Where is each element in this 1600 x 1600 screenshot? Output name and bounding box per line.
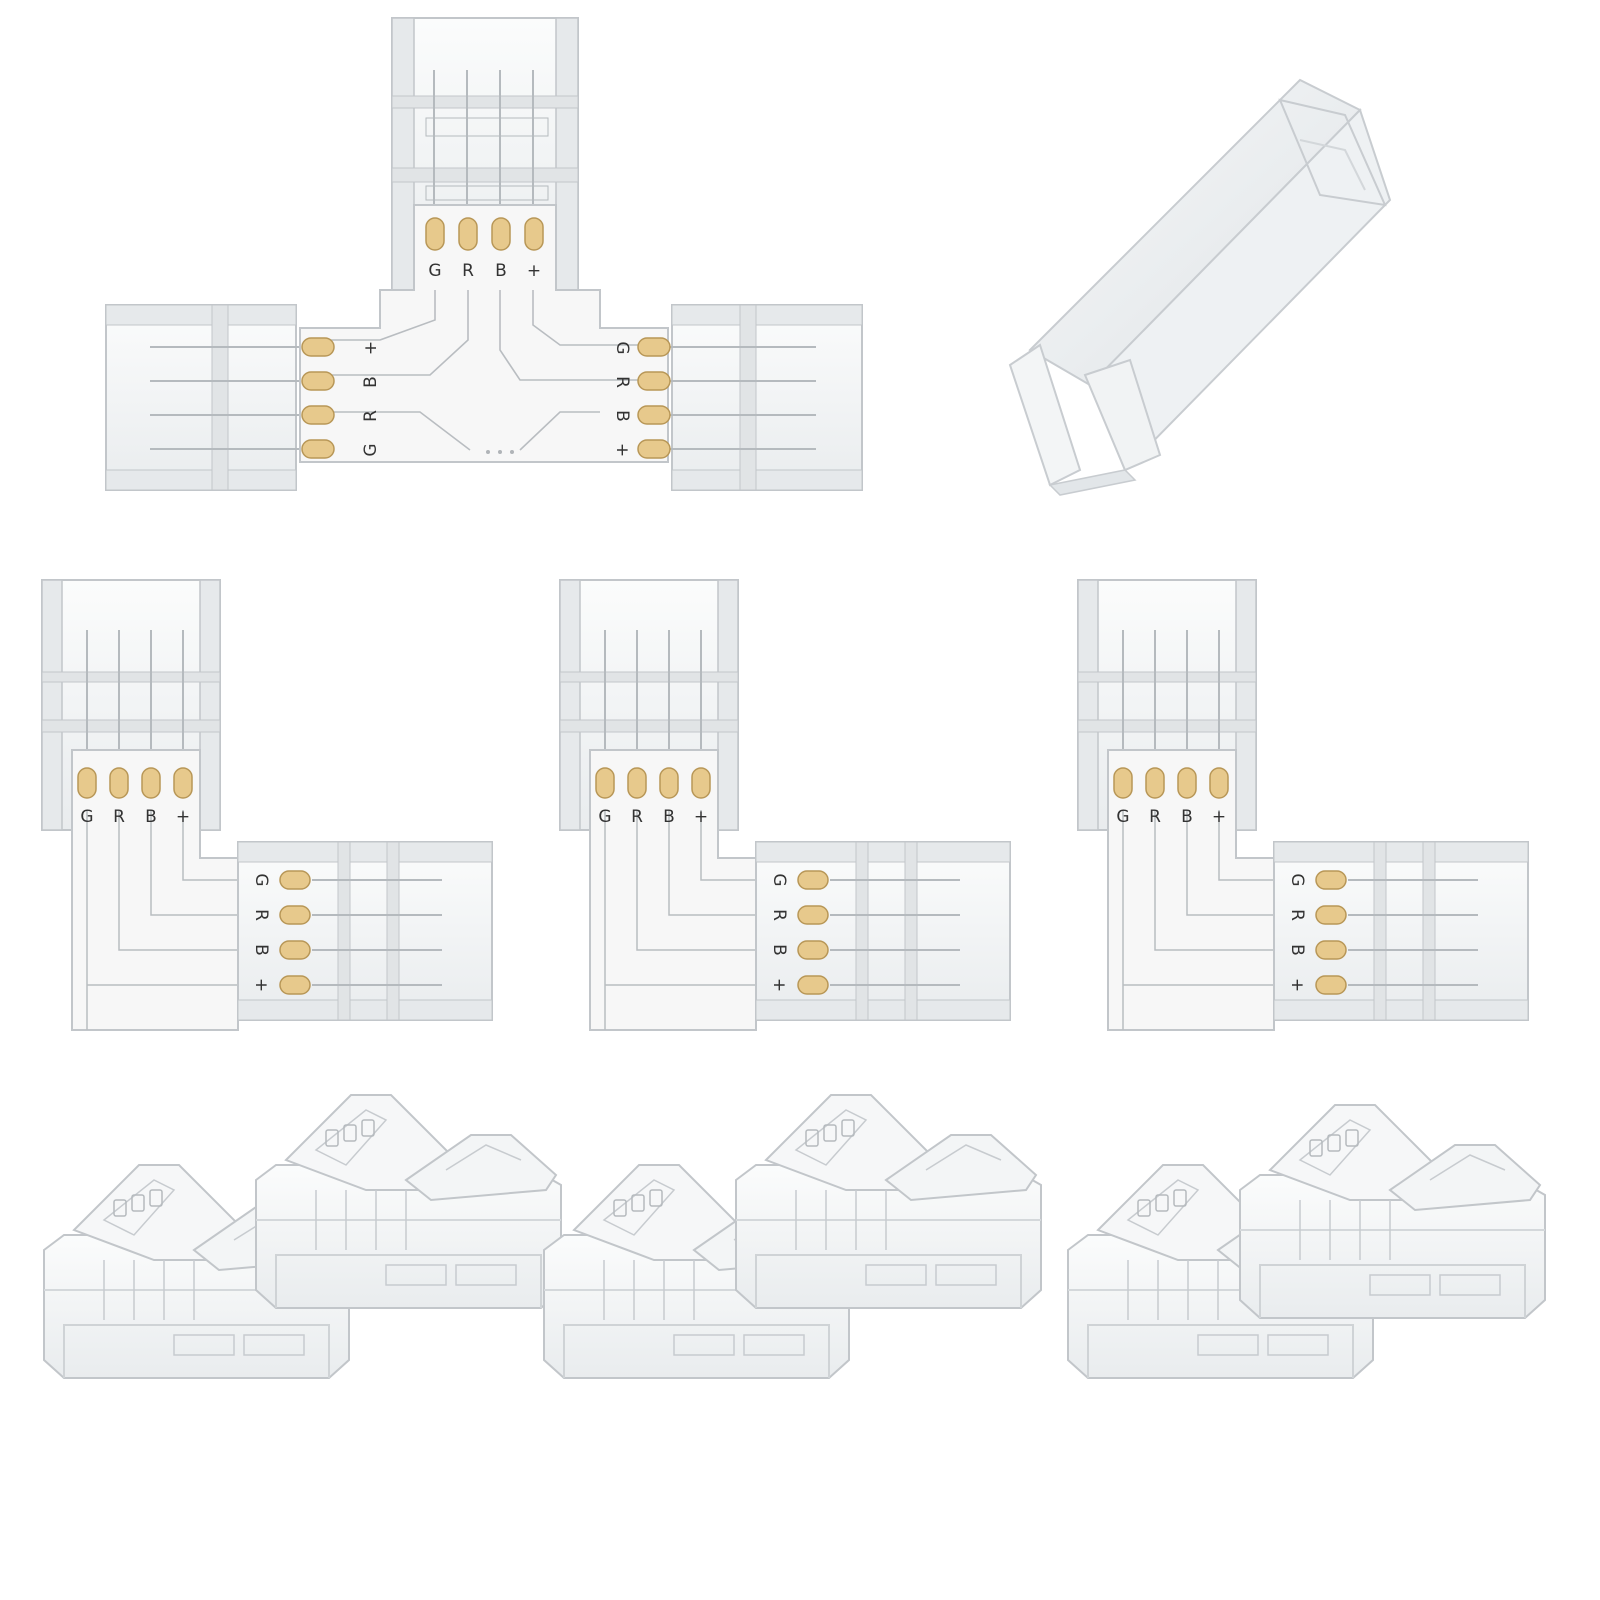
pin-label-b: B: [145, 807, 157, 827]
pin-label-b: B: [361, 376, 381, 388]
pin-label-r: R: [361, 410, 381, 422]
t-top-pins: [425, 217, 544, 251]
l-connector-2: [559, 579, 1011, 1031]
pin-label-g: G: [612, 341, 632, 354]
pin-label-b: B: [612, 410, 632, 422]
pin-label-plus: +: [527, 261, 541, 281]
mounting-clip: [1008, 78, 1392, 496]
pin-label-r: R: [113, 807, 125, 827]
t-connector: G R B + + B R G G R B +: [105, 17, 863, 491]
pin-label-plus: +: [176, 807, 190, 827]
straight-connector-2: [255, 1094, 562, 1309]
t-top-clip-housing: [391, 17, 579, 291]
t-left-pins: [301, 337, 335, 459]
t-pcb: [299, 204, 669, 463]
pin-label-g: G: [361, 443, 381, 456]
pin-label-r: R: [462, 261, 474, 281]
pin-label-b: B: [251, 944, 271, 956]
t-right-clip-housing: [668, 304, 863, 491]
pin-label-plus: +: [251, 978, 271, 992]
straight-connector-6: [1239, 1104, 1546, 1319]
pin-label-plus: +: [612, 443, 632, 457]
t-right-pins: [637, 337, 671, 459]
pin-label-g: G: [80, 807, 93, 827]
l-connector: G R B + G R B +: [41, 579, 493, 1031]
straight-connector-4: [735, 1094, 1042, 1309]
pin-label-g: G: [251, 873, 271, 886]
t-left-pin-labels: + B R G: [361, 341, 381, 457]
pin-label-r: R: [612, 376, 632, 388]
l-connector-3: [1077, 579, 1529, 1031]
pin-label-plus: +: [361, 341, 381, 355]
t-left-clip-housing: [105, 304, 300, 491]
pin-label-g: G: [428, 261, 441, 281]
t-right-pin-labels: G R B +: [612, 341, 632, 457]
pin-label-r: R: [251, 909, 271, 921]
t-top-pin-labels: G R B +: [428, 261, 541, 281]
pin-label-b: B: [495, 261, 507, 281]
